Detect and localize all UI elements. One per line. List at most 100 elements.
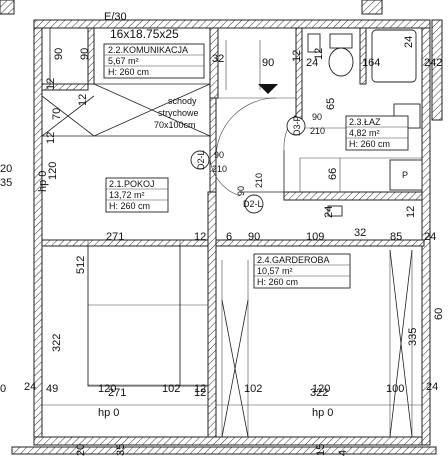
svg-text:90: 90 <box>262 57 274 69</box>
toilet-tank <box>329 33 353 49</box>
svg-text:24: 24 <box>323 206 335 218</box>
svg-text:100: 100 <box>386 383 404 395</box>
svg-text:271: 271 <box>106 231 124 243</box>
svg-text:0: 0 <box>0 383 6 395</box>
svg-text:20: 20 <box>75 444 87 456</box>
svg-text:35: 35 <box>0 177 12 189</box>
svg-text:H: 260 cm: H: 260 cm <box>108 67 149 77</box>
svg-text:5,67 m²: 5,67 m² <box>108 56 139 66</box>
svg-text:90: 90 <box>236 186 246 196</box>
svg-text:120: 120 <box>98 383 116 395</box>
svg-text:210: 210 <box>310 126 325 136</box>
interior-walls <box>41 27 425 438</box>
svg-text:335: 335 <box>407 328 419 346</box>
svg-text:12: 12 <box>194 383 206 395</box>
shower-tray <box>389 159 423 191</box>
vent-grille <box>327 205 343 217</box>
svg-text:6: 6 <box>226 231 232 243</box>
svg-text:H: 260 cm: H: 260 cm <box>349 139 390 149</box>
bathtub <box>371 29 417 83</box>
room-2-4-label: 2.4.GARDEROBA 10,57 m² H: 260 cm <box>253 253 351 289</box>
svg-text:2.2.KOMUNIKACJA: 2.2.KOMUNIKACJA <box>108 45 188 55</box>
door-tag-d2l-1: D2-L 90 210 <box>190 150 227 174</box>
svg-text:164: 164 <box>362 57 380 69</box>
svg-text:35: 35 <box>115 444 127 456</box>
top-dimensions: 90 32 90 12 24 164 24 242 65 12 <box>53 36 442 110</box>
svg-text:120: 120 <box>47 162 59 180</box>
middle-dimensions: 271 12 6 90 109 32 85 24 66 24 12 335 27… <box>106 168 436 399</box>
svg-text:49: 49 <box>46 383 58 395</box>
svg-text:90: 90 <box>214 150 224 160</box>
header-tag: E/30 <box>104 11 127 23</box>
svg-text:322: 322 <box>310 387 328 399</box>
room-2-2-label: 2.2.KOMUNIKACJA 5,67 m² H: 260 cm <box>103 43 205 79</box>
svg-text:102: 102 <box>244 383 262 395</box>
svg-text:24: 24 <box>403 36 415 48</box>
svg-text:210: 210 <box>254 173 264 188</box>
small-cabinet <box>307 33 321 53</box>
svg-text:12: 12 <box>405 206 417 218</box>
svg-text:120: 120 <box>312 383 330 395</box>
svg-text:12: 12 <box>194 231 206 243</box>
svg-text:90: 90 <box>248 231 260 243</box>
svg-text:70x100cm: 70x100cm <box>154 120 196 130</box>
svg-text:66: 66 <box>327 168 339 180</box>
plan-lines <box>41 28 422 438</box>
svg-text:4,82 m²: 4,82 m² <box>349 128 380 138</box>
svg-text:hp 0: hp 0 <box>37 171 49 192</box>
svg-text:2.4.GARDEROBA: 2.4.GARDEROBA <box>257 255 330 265</box>
svg-text:90: 90 <box>79 48 91 60</box>
svg-text:24: 24 <box>426 381 438 393</box>
svg-text:65: 65 <box>325 98 337 110</box>
svg-text:32: 32 <box>354 227 366 239</box>
svg-text:4: 4 <box>337 450 349 456</box>
door-tag-d2l-2: D2-L 90 210 <box>236 173 264 214</box>
symbol-p: P <box>402 170 408 180</box>
bed-outline <box>87 245 209 387</box>
svg-text:D2-L: D2-L <box>196 150 206 170</box>
svg-text:D2-L: D2-L <box>243 199 263 209</box>
left-dimensions: 90 12 12 70 12 120 hp 0 20 35 512 322 <box>0 48 91 352</box>
stair-label: schody strychowe 70x100cm <box>154 96 199 130</box>
svg-text:13,72 m²: 13,72 m² <box>109 190 145 200</box>
stair-dims: 16x18.75x25 <box>110 27 179 41</box>
svg-text:271: 271 <box>108 387 126 399</box>
svg-text:H: 260 cm: H: 260 cm <box>257 277 298 287</box>
room-2-3-label: 2.3.ŁAZ 4,82 m² H: 260 cm <box>345 115 409 151</box>
svg-text:90: 90 <box>312 112 322 122</box>
svg-text:70: 70 <box>51 108 63 120</box>
svg-text:D3-P: D3-P <box>292 115 302 136</box>
svg-text:85: 85 <box>390 231 402 243</box>
svg-text:10,57 m²: 10,57 m² <box>257 266 293 276</box>
svg-text:109: 109 <box>306 231 324 243</box>
svg-text:32: 32 <box>212 53 224 65</box>
svg-text:12: 12 <box>45 132 57 144</box>
svg-text:90: 90 <box>53 48 65 60</box>
svg-text:15: 15 <box>315 444 327 456</box>
svg-text:12: 12 <box>194 387 206 399</box>
svg-text:102: 102 <box>162 383 180 395</box>
svg-text:2.3.ŁAZ: 2.3.ŁAZ <box>349 117 381 127</box>
svg-text:12: 12 <box>291 50 303 62</box>
toilet-bowl <box>328 47 354 77</box>
svg-text:hp 0: hp 0 <box>98 407 119 419</box>
door-swings <box>209 97 301 197</box>
svg-text:24: 24 <box>424 231 436 243</box>
svg-text:512: 512 <box>75 256 87 274</box>
svg-text:24: 24 <box>306 57 318 69</box>
svg-text:schody: schody <box>168 96 197 106</box>
svg-text:H: 260 cm: H: 260 cm <box>109 201 150 211</box>
door-tag-d3p: D3-P 90 210 <box>286 112 325 136</box>
svg-text:60: 60 <box>433 308 445 320</box>
room-2-1-label: 2.1.POKOJ 13,72 m² H: 260 cm <box>105 177 169 213</box>
svg-text:hp 0: hp 0 <box>312 407 333 419</box>
svg-text:322: 322 <box>51 334 63 352</box>
svg-text:2.1.POKOJ: 2.1.POKOJ <box>109 179 155 189</box>
svg-text:strychowe: strychowe <box>158 108 199 118</box>
svg-text:20: 20 <box>0 163 12 175</box>
svg-text:242: 242 <box>424 57 442 69</box>
svg-text:12: 12 <box>313 48 325 60</box>
bottom-dimensions: 0 24 49 120 102 12 102 120 100 24 hp 0 h… <box>0 381 438 419</box>
